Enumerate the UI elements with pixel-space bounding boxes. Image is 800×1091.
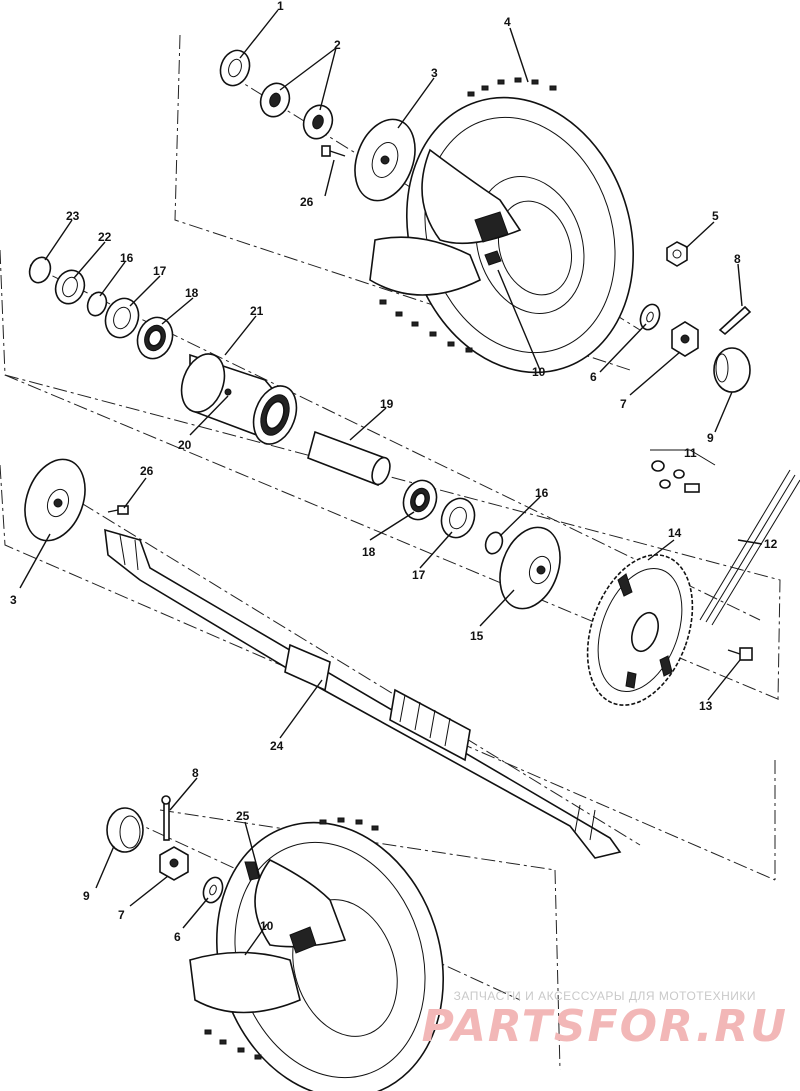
watermark-tagline: ЗАПЧАСТИ И АКСЕССУАРЫ ДЛЯ МОТОТЕХНИКИ bbox=[453, 989, 757, 1003]
callout-11: 11 bbox=[684, 446, 697, 460]
hub-3-left bbox=[24, 458, 86, 542]
castle-nuts-2 bbox=[259, 82, 334, 140]
washer-6-bottom bbox=[202, 876, 224, 904]
castle-nut-7-bottom bbox=[159, 846, 189, 881]
cap-9-bottom bbox=[106, 807, 144, 853]
o-ring-16-upper bbox=[86, 291, 108, 317]
washer-1 bbox=[219, 49, 251, 87]
callout-23: 23 bbox=[66, 209, 80, 223]
callout-12: 12 bbox=[764, 537, 778, 551]
callout-19: 19 bbox=[380, 397, 394, 411]
master-link-11 bbox=[651, 460, 700, 493]
callout-24: 24 bbox=[270, 739, 284, 753]
callout-9-top: 9 bbox=[707, 431, 714, 445]
axle-24 bbox=[104, 528, 622, 859]
cotter-pin-8-top bbox=[718, 305, 752, 336]
washer-6-top bbox=[639, 303, 661, 331]
callout-10-bottom: 10 bbox=[260, 919, 274, 933]
callout-13: 13 bbox=[699, 699, 713, 713]
bearing-18-upper bbox=[136, 316, 174, 360]
chain-12 bbox=[699, 469, 800, 626]
sprocket-14 bbox=[586, 554, 694, 706]
callout-3-left: 3 bbox=[10, 593, 17, 607]
callout-17-lower: 17 bbox=[412, 568, 426, 582]
o-ring-16-lower bbox=[484, 531, 504, 555]
callout-8-top: 8 bbox=[734, 252, 741, 266]
callout-26-top: 26 bbox=[300, 195, 314, 209]
callout-labels: 1 2 3 4 5 26 23 22 16 17 18 21 20 10 8 6… bbox=[10, 0, 778, 944]
callout-5: 5 bbox=[712, 209, 719, 223]
cotter-pin-8-bottom bbox=[161, 795, 171, 841]
sprocket-hub-15 bbox=[499, 526, 561, 610]
callout-1: 1 bbox=[277, 0, 284, 13]
callout-8-bottom: 8 bbox=[192, 766, 199, 780]
callout-6-top: 6 bbox=[590, 370, 597, 384]
callout-4: 4 bbox=[504, 15, 511, 29]
callout-10-top: 10 bbox=[532, 365, 546, 379]
callout-25: 25 bbox=[236, 809, 250, 823]
bolt-13 bbox=[727, 647, 753, 661]
callout-7-top: 7 bbox=[620, 397, 627, 411]
hub-3-top bbox=[354, 118, 416, 202]
callout-26-left: 26 bbox=[140, 464, 154, 478]
callout-22: 22 bbox=[98, 230, 112, 244]
callout-16-upper: 16 bbox=[120, 251, 134, 265]
callout-16-lower: 16 bbox=[535, 486, 549, 500]
callout-2: 2 bbox=[334, 38, 341, 52]
callout-21: 21 bbox=[250, 304, 264, 318]
leader-lines bbox=[19, 9, 763, 956]
callout-18-upper: 18 bbox=[185, 286, 199, 300]
bearing-17-lower bbox=[440, 497, 476, 539]
seal-22 bbox=[54, 269, 86, 305]
axle-housing-21 bbox=[180, 353, 298, 445]
bearing-18-lower bbox=[402, 479, 438, 521]
cap-9-top bbox=[713, 347, 751, 393]
callout-7-bottom: 7 bbox=[118, 908, 125, 922]
watermark-logo: PARTSFOR.RU bbox=[421, 1001, 788, 1052]
castle-nut-7-top bbox=[671, 321, 699, 357]
watermark: ЗАПЧАСТИ И АКСЕССУАРЫ ДЛЯ МОТОТЕХНИКИ PA… bbox=[422, 989, 788, 1051]
callout-18-lower: 18 bbox=[362, 545, 376, 559]
bolt-26-left bbox=[107, 505, 129, 515]
bolt-26-top bbox=[321, 145, 346, 157]
callout-14: 14 bbox=[668, 526, 682, 540]
nut-5 bbox=[666, 241, 688, 267]
callout-9-bottom: 9 bbox=[83, 889, 90, 903]
snap-ring-23 bbox=[28, 256, 52, 284]
callout-17-upper: 17 bbox=[153, 264, 167, 278]
spacer-tube-19 bbox=[307, 430, 391, 487]
callout-15: 15 bbox=[470, 629, 484, 643]
callout-20: 20 bbox=[178, 438, 192, 452]
callout-3-top: 3 bbox=[431, 66, 438, 80]
wheel-tire-bottom bbox=[189, 817, 445, 1091]
bearing-17-upper bbox=[104, 297, 140, 339]
wheel-tire-top bbox=[369, 77, 635, 374]
callout-6-bottom: 6 bbox=[174, 930, 181, 944]
